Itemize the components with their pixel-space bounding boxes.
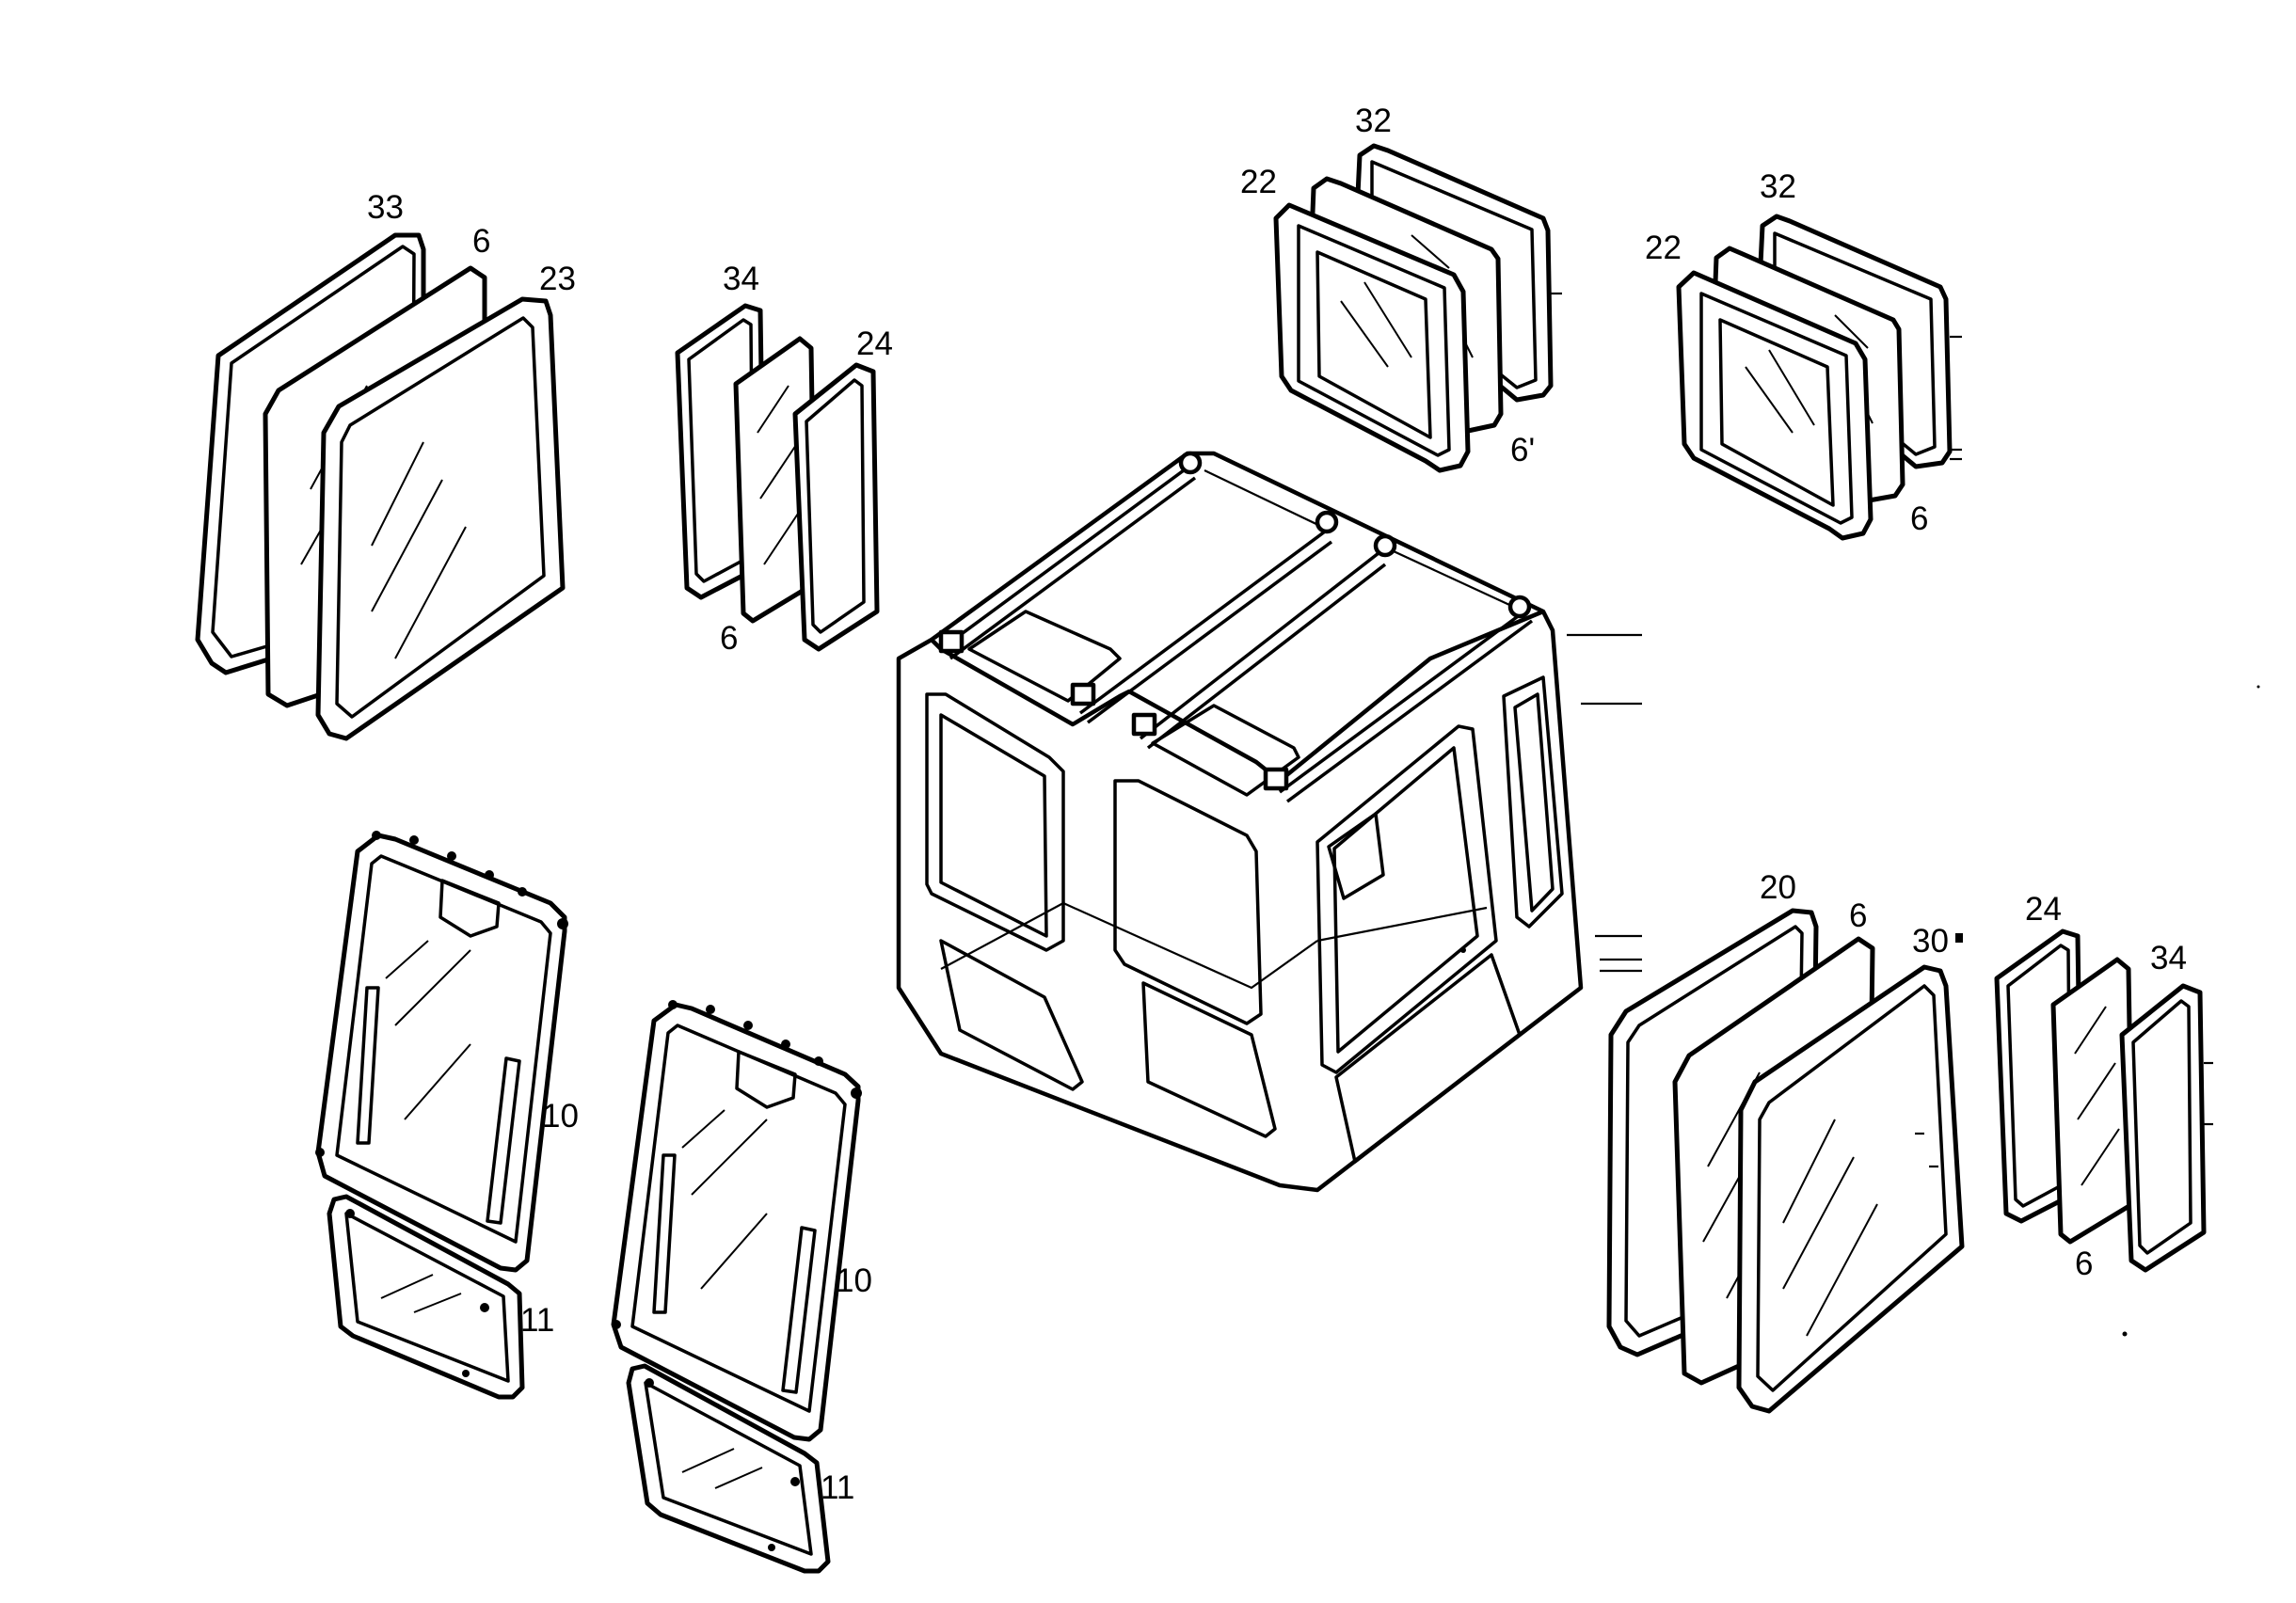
glass-6-small bbox=[733, 336, 818, 624]
part-labels: 33 6 23 34 24 6 32 22 6' 32 22 6 10 11 1… bbox=[367, 103, 2187, 1506]
door-upper-10-b bbox=[611, 1000, 862, 1442]
seal-22-a bbox=[1273, 202, 1471, 473]
rear-window-group-bottom-right bbox=[1606, 908, 1965, 1414]
label-32-roof-1: 32 bbox=[1355, 103, 1392, 139]
label-30: 30 bbox=[1912, 923, 1949, 960]
windscreen-group-top-left bbox=[195, 232, 566, 741]
label-6-right: 6 bbox=[2075, 1246, 2093, 1282]
scan-speck bbox=[2256, 685, 2260, 689]
label-24-top: 24 bbox=[856, 325, 893, 362]
door-group-1 bbox=[315, 831, 568, 1400]
seal-24 bbox=[792, 362, 880, 652]
door-lower-11-b bbox=[626, 1363, 831, 1574]
seal-30 bbox=[1736, 933, 1965, 1414]
label-11-door-2: 11 bbox=[821, 1469, 854, 1506]
label-23: 23 bbox=[539, 261, 576, 297]
label-6-roof-1: 6' bbox=[1510, 432, 1535, 468]
roof-window-group-1 bbox=[1273, 143, 1562, 473]
label-6-roof-2: 6 bbox=[1910, 500, 1928, 537]
label-34-top: 34 bbox=[723, 261, 759, 297]
label-6-bottom-right: 6 bbox=[1849, 897, 1867, 934]
label-11-door-1: 11 bbox=[520, 1302, 554, 1339]
label-10-door-2: 10 bbox=[836, 1262, 872, 1299]
side-window-group-right bbox=[1994, 928, 2213, 1273]
label-20: 20 bbox=[1760, 869, 1796, 906]
label-22-roof-1: 22 bbox=[1240, 164, 1277, 200]
label-24-right: 24 bbox=[2025, 891, 2062, 928]
door-upper-10-a bbox=[315, 831, 568, 1273]
label-22-roof-2: 22 bbox=[1645, 230, 1682, 266]
door-lower-11-a bbox=[327, 1194, 525, 1400]
seal-34-b bbox=[2119, 983, 2213, 1273]
roof-window-group-2 bbox=[1676, 214, 1962, 541]
label-32-roof-2: 32 bbox=[1760, 168, 1796, 205]
glass-6-d bbox=[2050, 957, 2135, 1245]
scan-speck bbox=[2122, 1331, 2128, 1337]
door-group-2 bbox=[611, 1000, 862, 1574]
seal-22-b bbox=[1676, 270, 1873, 541]
label-33: 33 bbox=[367, 189, 404, 226]
seal-23 bbox=[315, 296, 566, 741]
cab-frame bbox=[896, 451, 1642, 1193]
side-window-group-top-middle bbox=[675, 303, 880, 652]
label-10-door-1: 10 bbox=[542, 1098, 579, 1135]
label-34-right: 34 bbox=[2150, 940, 2187, 976]
label-6-top-left: 6 bbox=[472, 223, 490, 260]
label-6-top-middle: 6 bbox=[720, 620, 738, 657]
